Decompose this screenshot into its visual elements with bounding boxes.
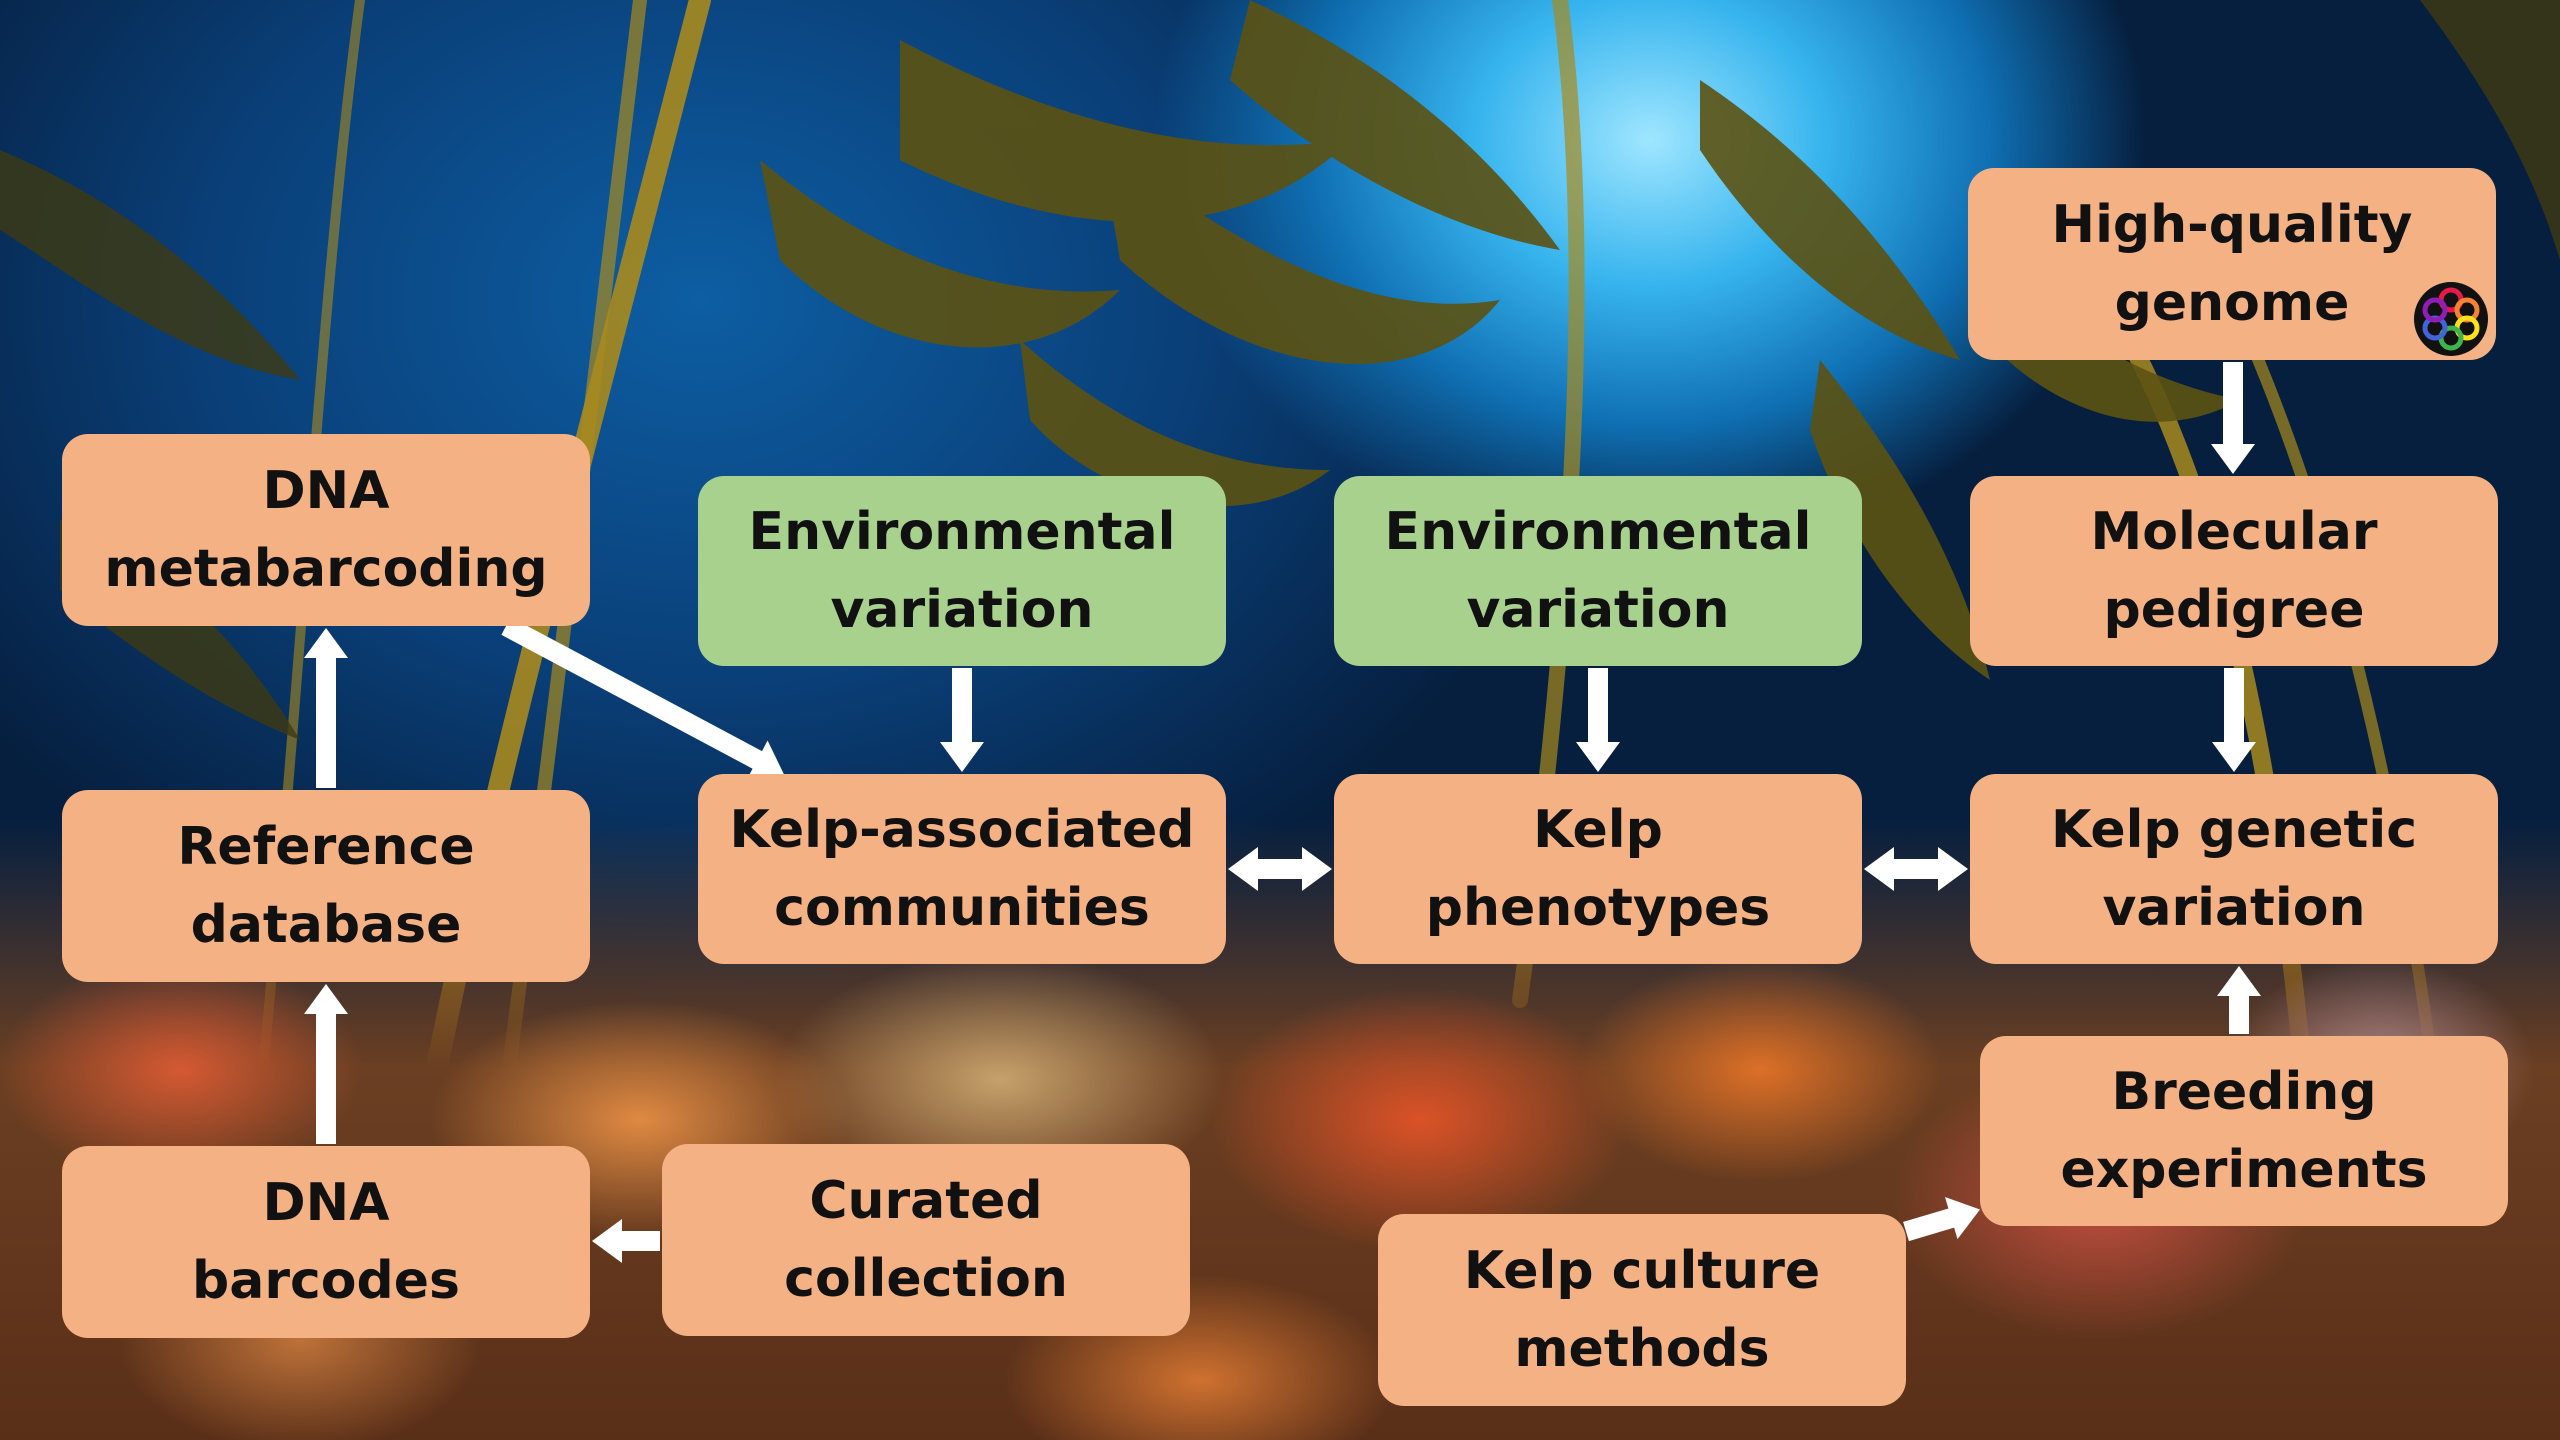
arrow-molecular-pedigree-to-kelp-genetic-variation (2212, 668, 2256, 772)
node-reference-database: Reference database (62, 790, 590, 982)
arrow-environmental-variation-2-to-kelp-phenotypes (1576, 668, 1620, 772)
arrow-dna-metabarcoding-to-kelp-associated-communities (501, 617, 784, 780)
arrow-curated-collection-to-dna-barcodes (592, 1219, 660, 1263)
node-kelp-culture-methods: Kelp culture methods (1378, 1214, 1906, 1406)
node-kelp-phenotypes: Kelp phenotypes (1334, 774, 1862, 964)
node-curated-collection: Curated collection (662, 1144, 1190, 1336)
node-molecular-pedigree: Molecular pedigree (1970, 476, 2498, 666)
high-quality-genome-label: High-quality genome (2051, 195, 2413, 333)
node-breeding-experiments: Breeding experiments (1980, 1036, 2508, 1226)
node-kelp-genetic-variation: Kelp genetic variation (1970, 774, 2498, 964)
arrow-reference-database-to-dna-metabarcoding (304, 628, 348, 788)
node-dna-metabarcoding: DNA metabarcoding (62, 434, 590, 626)
node-kelp-associated-communities: Kelp-associated communities (698, 774, 1226, 964)
node-dna-barcodes: DNA barcodes (62, 1146, 590, 1338)
node-environmental-variation-left: Environmental variation (698, 476, 1226, 666)
arrow-kelp-phenotypes-to-kelp-genetic-variation (1864, 847, 1968, 891)
arrow-dna-barcodes-to-reference-database (304, 984, 348, 1144)
arrow-environmental-variation-1-to-kelp-associated-communities (940, 668, 984, 772)
node-high-quality-genome: High-quality genome (1968, 168, 2496, 360)
arrow-high-quality-genome-to-molecular-pedigree (2211, 362, 2255, 474)
node-environmental-variation-right: Environmental variation (1334, 476, 1862, 666)
arrow-breeding-experiments-to-kelp-genetic-variation (2217, 966, 2261, 1034)
arrow-kelp-associated-communities-to-kelp-phenotypes (1228, 847, 1332, 891)
arrow-kelp-culture-methods-to-breeding-experiments (1903, 1197, 1980, 1242)
genome-project-logo-icon (2414, 282, 2488, 356)
